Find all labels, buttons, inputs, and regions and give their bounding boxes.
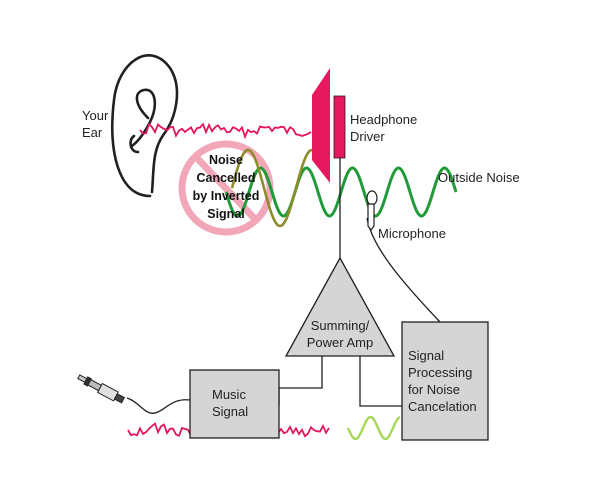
music-label-line2: Signal — [212, 404, 248, 419]
dsp-label-line4: Cancelation — [408, 399, 477, 414]
noise-signal-ear — [139, 122, 312, 140]
dsp-label-line1: Signal — [408, 348, 444, 363]
ear-icon — [111, 54, 179, 198]
inverted-signal-wave — [230, 148, 322, 228]
headphone-driver-icon — [312, 68, 346, 183]
music-label-line1: Music — [212, 387, 246, 402]
dsp-label-line3: for Noise — [408, 382, 460, 397]
wiring — [126, 158, 441, 414]
driver-label-line2: Driver — [350, 129, 385, 144]
cancel-label-line4: Signal — [207, 207, 245, 221]
inverted-signal-output-wave — [346, 415, 401, 441]
microphone-icon — [366, 190, 378, 231]
driver-label-line1: Headphone — [350, 112, 417, 127]
microphone-label: Microphone — [378, 226, 446, 241]
signal-processing-block — [401, 321, 489, 441]
amp-label: Summing/ Power Amp — [307, 318, 373, 350]
summing-power-amp-block — [284, 256, 396, 357]
ear-label-line1: Your — [82, 108, 109, 123]
cancelled-label: Noise Cancelled by Inverted Signal — [193, 153, 260, 221]
cancel-label-line3: by Inverted — [193, 189, 260, 203]
music-signal-block — [189, 369, 280, 439]
outside-noise-label: Outside Noise — [438, 170, 520, 185]
cancel-label-line1: Noise — [209, 153, 243, 167]
cancel-label-line2: Cancelled — [196, 171, 255, 185]
dsp-label-line2: Processing — [408, 365, 472, 380]
amp-label-line2: Power Amp — [307, 335, 373, 350]
headphone-jack-icon — [77, 374, 126, 404]
ear-label-line2: Ear — [82, 125, 103, 140]
outside-noise-wave — [224, 166, 458, 218]
amp-label-line1: Summing/ — [311, 318, 370, 333]
